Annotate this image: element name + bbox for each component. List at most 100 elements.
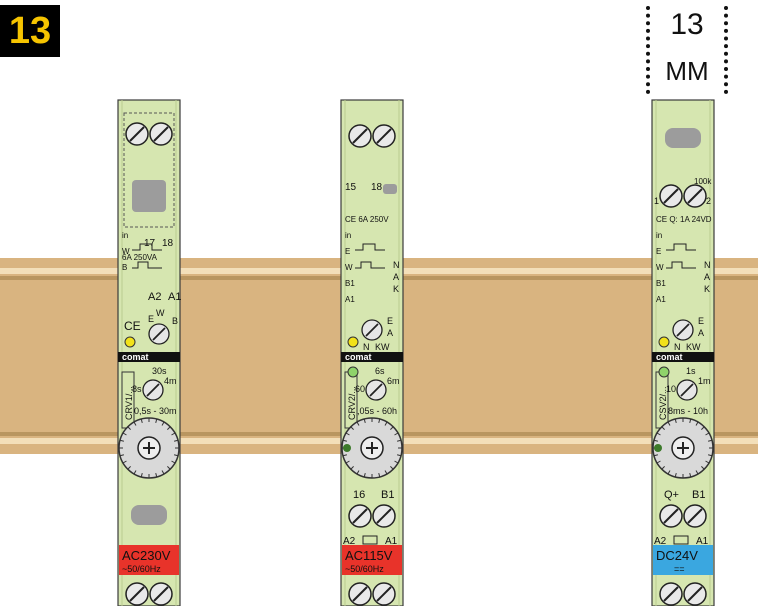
dial-label: E bbox=[148, 314, 154, 324]
time-range-label: ,05s - 60h bbox=[357, 406, 397, 416]
mode-label: N bbox=[393, 260, 400, 270]
coil-label: A2 bbox=[343, 536, 356, 547]
range-mark: 30s bbox=[152, 366, 167, 376]
range-mark: 10 bbox=[666, 384, 676, 394]
voltage-band bbox=[342, 545, 402, 575]
terminal-label: 1 bbox=[654, 196, 659, 206]
mode-label: A1 bbox=[345, 295, 355, 304]
dial-label: A bbox=[698, 328, 704, 338]
contact-label: 18 bbox=[371, 182, 383, 193]
voltage-label: AC230V bbox=[122, 548, 171, 563]
mode-label: in bbox=[122, 231, 128, 240]
voltage-label: AC115V bbox=[345, 548, 393, 563]
time-range-label: 8ms - 10h bbox=[668, 406, 708, 416]
status-led-icon bbox=[347, 366, 359, 378]
status-led-icon bbox=[658, 366, 670, 378]
mode-label: B1 bbox=[656, 279, 666, 288]
dial-label: B bbox=[172, 316, 178, 326]
dial-label: KW bbox=[375, 342, 390, 352]
mode-label: W bbox=[122, 247, 130, 256]
rating-label: CE Q: 1A 24VD bbox=[656, 215, 712, 224]
brand-band bbox=[341, 352, 403, 362]
dial-label: E bbox=[698, 316, 704, 326]
terminal-label: 2 bbox=[706, 196, 711, 206]
mode-label: A1 bbox=[656, 295, 666, 304]
contact-label: 16 bbox=[353, 489, 365, 501]
label-slot bbox=[131, 505, 167, 525]
dial-label: W bbox=[156, 308, 165, 318]
mode-label: K bbox=[393, 284, 399, 294]
brand-band bbox=[652, 352, 714, 362]
contact-label: Q+ bbox=[664, 489, 679, 501]
mode-label: W bbox=[656, 263, 664, 272]
indicator-dot bbox=[654, 444, 662, 452]
coil-label: A2 bbox=[654, 536, 667, 547]
width-indicator: 13 MM bbox=[646, 6, 728, 94]
mode-label: N bbox=[704, 260, 711, 270]
voltage-band bbox=[653, 545, 713, 575]
voltage-band bbox=[119, 545, 179, 575]
range-mark: 4m bbox=[164, 376, 177, 386]
brand-label: comat bbox=[122, 352, 149, 362]
rating-label: 6A 250VA bbox=[122, 253, 158, 262]
range-mark: 60 bbox=[355, 384, 365, 394]
resistance-label: 100k bbox=[694, 177, 712, 186]
mode-label: E bbox=[345, 247, 350, 256]
mode-label: K bbox=[704, 284, 710, 294]
coil-label: A2 bbox=[148, 291, 161, 303]
mode-label: E bbox=[656, 247, 661, 256]
time-range-label: 0,5s - 30m bbox=[134, 406, 177, 416]
range-mark: 1m bbox=[698, 376, 711, 386]
mode-label: B bbox=[122, 263, 127, 272]
coil-label: A1 bbox=[696, 536, 709, 547]
frequency-label: == bbox=[674, 564, 685, 574]
mode-label: in bbox=[345, 231, 351, 240]
range-mark: 1s bbox=[686, 366, 696, 376]
brand-band bbox=[118, 352, 180, 362]
brand-label: comat bbox=[345, 352, 372, 362]
label-slot bbox=[665, 128, 701, 148]
dial-label: A bbox=[387, 328, 393, 338]
label-slot bbox=[132, 180, 166, 212]
dial-label: N bbox=[674, 342, 681, 352]
status-led-icon bbox=[658, 336, 670, 348]
model-side-label: CRV2/... bbox=[347, 386, 357, 420]
range-mark: 6m bbox=[387, 376, 400, 386]
rating-label: CE 6A 250V bbox=[345, 215, 389, 224]
model-side-label: CRV1/... bbox=[124, 386, 134, 420]
brand-label: comat bbox=[656, 352, 683, 362]
frequency-label: ~50/60Hz bbox=[345, 564, 384, 574]
mode-label: B1 bbox=[345, 279, 355, 288]
mode-label: A bbox=[393, 272, 399, 282]
mode-label: A bbox=[704, 272, 710, 282]
voltage-label: DC24V bbox=[656, 548, 698, 563]
status-led-icon bbox=[124, 336, 136, 348]
contact-label: 18 bbox=[162, 238, 174, 249]
dial-label: KW bbox=[686, 342, 701, 352]
contact-label: 15 bbox=[345, 182, 357, 193]
indicator-dot bbox=[343, 444, 351, 452]
contact-label: 17 bbox=[144, 238, 156, 249]
width-unit: MM bbox=[665, 56, 709, 86]
model-side-label: CSV2/... bbox=[658, 386, 668, 420]
frequency-label: ~50/60Hz bbox=[122, 564, 161, 574]
figure-number-badge: 13 bbox=[0, 5, 60, 57]
range-mark: 8s bbox=[132, 384, 142, 394]
coil-label: A1 bbox=[168, 291, 181, 303]
contact-label: B1 bbox=[381, 489, 394, 501]
dial-label: N bbox=[363, 342, 370, 352]
ce-mark: CE bbox=[124, 319, 141, 333]
mode-label: W bbox=[345, 263, 353, 272]
range-mark: 6s bbox=[375, 366, 385, 376]
contact-label: B1 bbox=[692, 489, 705, 501]
coil-label: A1 bbox=[385, 536, 398, 547]
dial-label: E bbox=[387, 316, 393, 326]
width-value: 13 bbox=[670, 8, 704, 41]
status-led-icon bbox=[347, 336, 359, 348]
mode-label: in bbox=[656, 231, 662, 240]
